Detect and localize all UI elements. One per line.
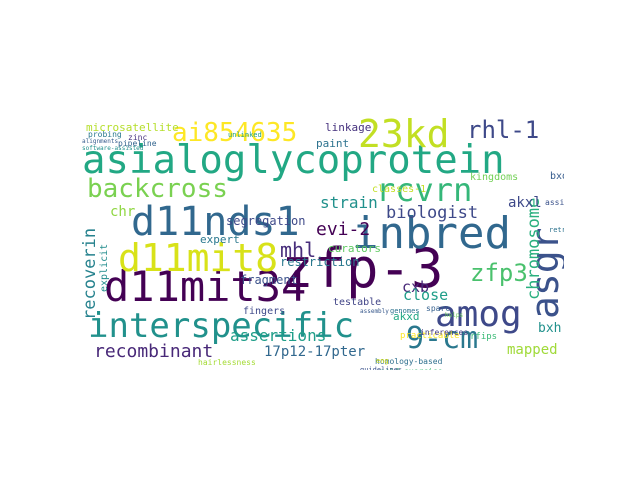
word: explicit [99, 243, 110, 292]
word: pipeline [118, 139, 157, 148]
word: 9-cm [406, 321, 479, 356]
word: strain [320, 193, 378, 212]
word: zfp-3 [281, 237, 444, 300]
word: expert [200, 233, 240, 246]
word: retrieving [549, 226, 564, 234]
word: fingers [243, 306, 286, 317]
word: fragment [240, 273, 298, 287]
word: d11nds1 [131, 199, 300, 245]
word: assignments [545, 198, 564, 207]
word: kingdoms [470, 172, 519, 183]
word: mhl [280, 238, 317, 262]
word: interspecific [88, 306, 355, 346]
word: chromosome [524, 197, 544, 300]
word: bxd [550, 171, 564, 182]
word: asialoglycoprotein [82, 138, 505, 183]
word-cloud: asialoglycoprotein zfp-3 inbred interspe… [80, 114, 564, 370]
word: zinc [128, 133, 148, 142]
word: linkage [325, 121, 372, 134]
word: genomes [390, 307, 420, 315]
word: classes-1 [372, 184, 427, 195]
word: close [403, 286, 449, 304]
word: segregation [226, 214, 306, 228]
word: akxd [393, 310, 420, 323]
word: inferences [420, 328, 469, 337]
word: backcross [87, 174, 228, 204]
word: software-assisted [82, 145, 144, 152]
word: bxh [538, 321, 562, 336]
word: mapped [507, 342, 558, 358]
word: evi-2 [316, 219, 371, 240]
word: homology-based [375, 357, 443, 366]
word: chr [110, 204, 136, 220]
word: cxb [402, 278, 430, 296]
word: probing [88, 130, 122, 139]
word: testable [333, 297, 382, 308]
word: paint [316, 137, 350, 150]
word: rcvrn [376, 171, 473, 209]
word: recombinant [94, 341, 214, 362]
word: helps [445, 312, 464, 319]
word: akxl [508, 195, 542, 211]
word: microsatellite [86, 121, 179, 134]
word: restriction [280, 255, 360, 269]
word: inbred [352, 208, 511, 259]
word: 17p12-17pter [264, 344, 366, 360]
word: curators [328, 242, 381, 255]
word: self-exercise [380, 368, 443, 371]
word: 23kd [358, 114, 450, 156]
word: sparc [426, 304, 451, 313]
word: recoverin [80, 227, 100, 320]
word: assertions [230, 326, 327, 345]
word: rfips [470, 332, 498, 342]
word: d11mit34 [104, 262, 307, 311]
word: d11mit8 [118, 236, 279, 280]
word: amog [435, 294, 522, 335]
word: assembly [360, 308, 389, 315]
word: eng [376, 357, 389, 365]
word: alignments [82, 138, 119, 145]
word: practicable [400, 331, 460, 341]
word: zfp3 [470, 259, 528, 287]
word: rhl-1 [467, 116, 540, 144]
word: biologist [386, 203, 479, 223]
word: hairlessness [198, 358, 256, 367]
word: guidelines [360, 366, 403, 371]
word: unlinked [228, 131, 262, 139]
word: ai854635 [172, 118, 298, 148]
